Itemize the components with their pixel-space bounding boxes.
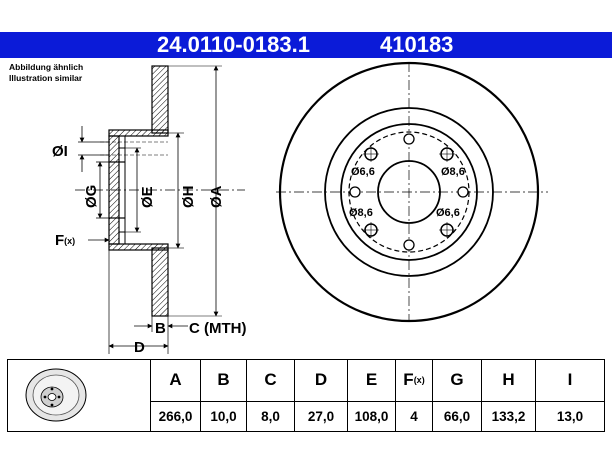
value-d: 27,0 <box>294 400 348 433</box>
hole-label-bottom-right: Ø6,6 <box>436 207 460 219</box>
hat-wall-bottom <box>108 243 169 251</box>
disc-thumbnail-cell <box>7 359 151 432</box>
note-line-german: Abbildung ähnlich <box>9 62 84 72</box>
dim-e-label: ØE <box>139 186 156 208</box>
hat-outer-edge <box>340 123 478 261</box>
col-header-c: C <box>246 359 295 402</box>
dim-a-label: ØA <box>208 185 225 208</box>
hole-label-top-right: Ø8,6 <box>441 166 465 178</box>
dim-b-label: B <box>155 320 166 337</box>
dim-h-label: ØH <box>180 186 197 209</box>
friction-ring-bottom <box>151 247 169 317</box>
value-c: 8,0 <box>246 400 295 433</box>
bolt-hole-bottom-right <box>439 222 455 238</box>
short-article-number: 410183 <box>380 32 454 57</box>
bolt-hole-top-left <box>363 146 379 162</box>
value-e: 108,0 <box>347 400 396 433</box>
bolt-circle <box>348 131 470 253</box>
disc-outer-edge <box>278 61 540 323</box>
dim-i-label: ØI <box>52 143 68 160</box>
hole-label-bottom-left: Ø8,6 <box>349 207 373 219</box>
col-header-b: B <box>200 359 247 402</box>
note-line-english: Illustration similar <box>9 73 83 83</box>
disc-thumbnail-icon <box>25 368 87 422</box>
value-g: 66,0 <box>432 400 482 433</box>
f-x-label: F(x) <box>55 232 75 249</box>
dim-c-label: C (MTH) <box>189 320 246 337</box>
col-header-e: E <box>347 359 396 402</box>
col-header-h: H <box>481 359 536 402</box>
mounting-flange <box>108 135 120 245</box>
col-header-d: D <box>294 359 348 402</box>
value-h: 133,2 <box>481 400 536 433</box>
center-bore <box>377 160 441 224</box>
col-header-a: A <box>150 359 201 402</box>
value-f: 4 <box>395 400 433 433</box>
value-b: 10,0 <box>200 400 247 433</box>
bolt-hole-bottom-left <box>363 222 379 238</box>
dimension-table: A B C D E F(x) G H I 266,0 10,0 8,0 27,0… <box>7 359 605 433</box>
value-a: 266,0 <box>150 400 201 433</box>
dim-g-label: ØG <box>83 185 100 208</box>
friction-ring-top <box>151 65 169 134</box>
front-view: Ø6,6 Ø8,6 Ø8,6 Ø6,6 <box>276 61 548 323</box>
value-i: 13,0 <box>535 400 605 433</box>
bolt-hole-top-right <box>439 146 455 162</box>
col-header-i: I <box>535 359 605 402</box>
dim-d-label: D <box>134 339 145 356</box>
col-header-g: G <box>432 359 482 402</box>
article-header-bar: 24.0110-0183.1 410183 <box>0 32 612 58</box>
hole-label-top-left: Ø6,6 <box>351 166 375 178</box>
col-header-f: F(x) <box>395 359 433 402</box>
side-section-view: ØI ØG ØE ØH ØA F(x) B C (MTH) <box>52 65 246 356</box>
hat-wall-top <box>108 129 169 137</box>
article-number: 24.0110-0183.1 <box>157 32 310 57</box>
friction-inner-edge <box>324 107 494 277</box>
